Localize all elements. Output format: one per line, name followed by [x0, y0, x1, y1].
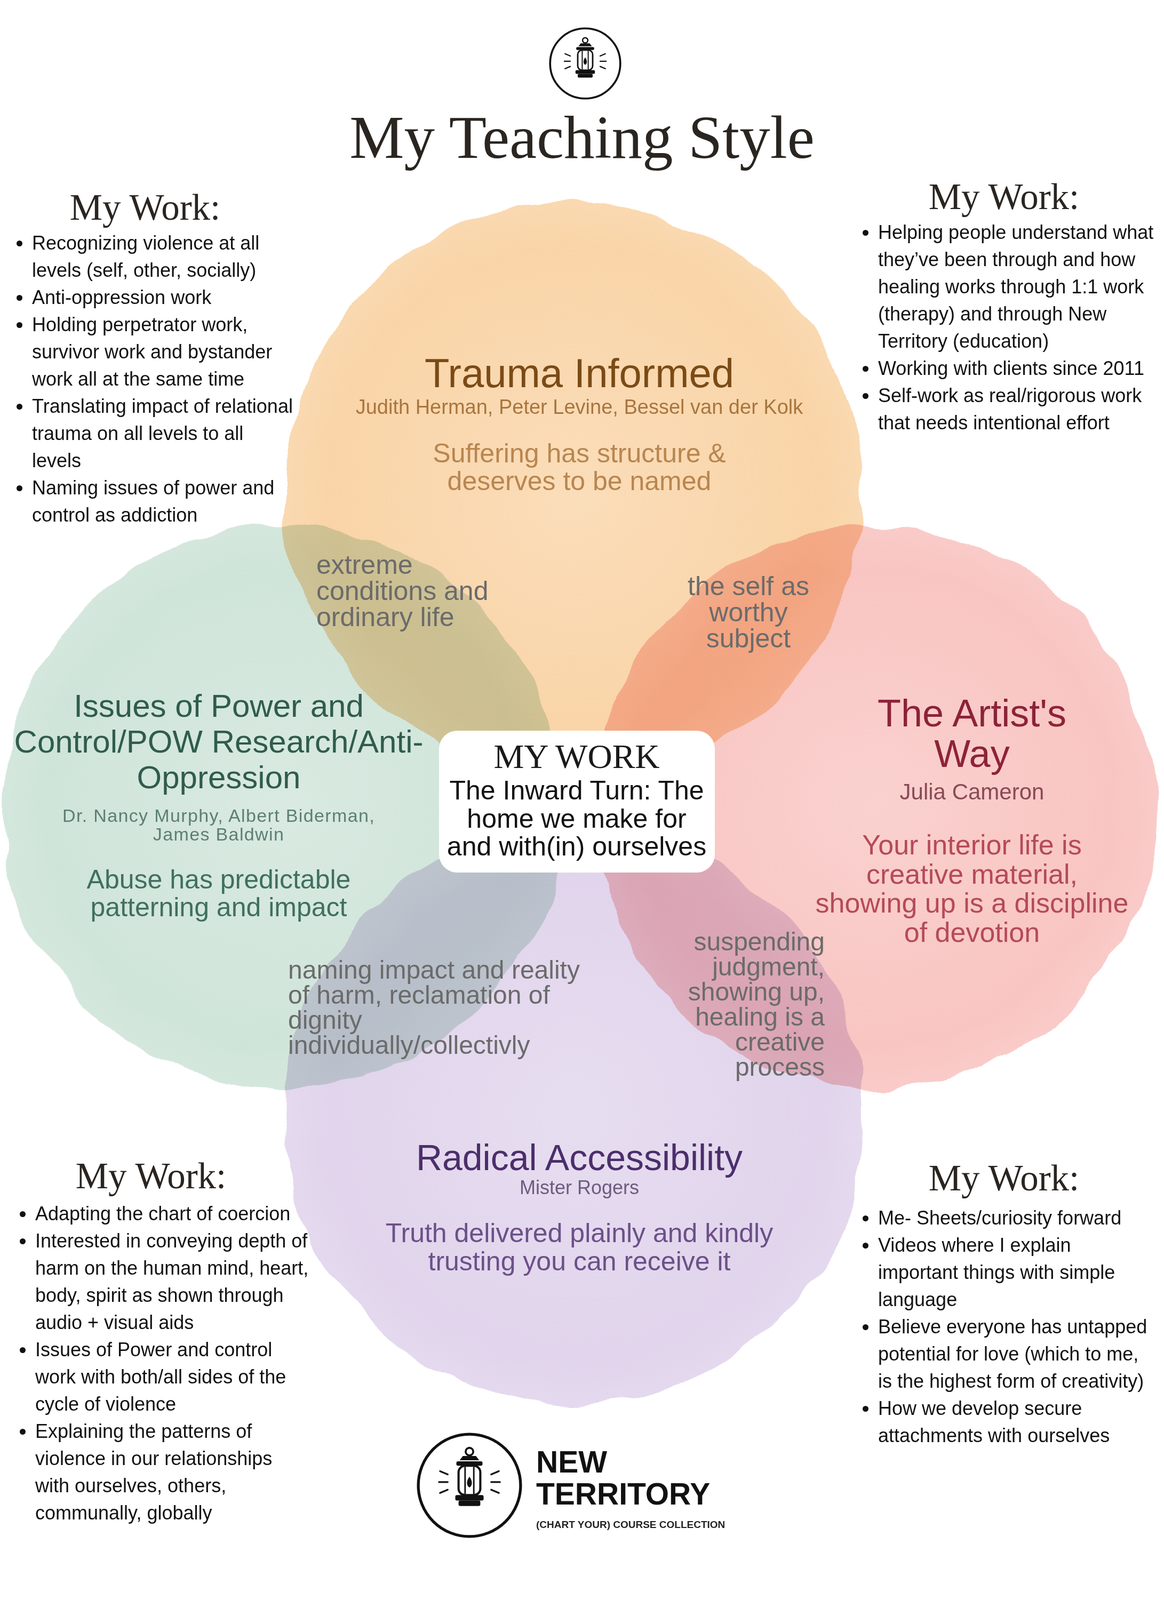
- bullet-item: Adapting the chart of coercion: [35, 1200, 310, 1228]
- bullet-item: Helping people understand what they’ve b…: [878, 218, 1155, 355]
- center-heading: MY WORK: [446, 738, 708, 776]
- page-title: My Teaching Style: [155, 104, 1009, 172]
- brand-name: NEW TERRITORY: [536, 1446, 711, 1511]
- bullet-item: Anti-oppression work: [32, 283, 296, 312]
- theme-heading: The Artist's Way: [843, 693, 1100, 775]
- list-heading: My Work:: [870, 1158, 1138, 1200]
- author-names: Dr. Nancy Murphy, Albert Biderman, James…: [37, 806, 401, 845]
- bullet-list: Recognizing violence at all levels (self…: [7, 229, 296, 529]
- center-box: MY WORKThe Inward Turn: The home we make…: [439, 730, 715, 873]
- circle-fill: [284, 825, 864, 1405]
- theme-heading: Issues of Power and Control/POW Research…: [4, 688, 434, 796]
- circle-text-block: Radical AccessibilityMister RogersTruth …: [328, 1138, 831, 1276]
- theme-tagline: Your interior life is creative material,…: [811, 830, 1132, 947]
- overlap-phrase: suspending judgment, showing up, healing…: [659, 929, 825, 1080]
- overlap-phrase: naming impact and reality of harm, recla…: [288, 957, 587, 1058]
- bullet-item: Recognizing violence at all levels (self…: [32, 229, 296, 284]
- center-text: The Inward Turn: The home we make for an…: [446, 776, 708, 861]
- overlap-phrase: extreme conditions and ordinary life: [316, 552, 498, 631]
- bullet-list: Helping people understand what they’ve b…: [853, 218, 1155, 437]
- bullet-list: Me- Sheets/curiosity forwardVideos where…: [853, 1204, 1155, 1450]
- lantern-logo: [547, 26, 623, 101]
- circle-text-block: Trauma InformedJudith Herman, Peter Levi…: [296, 352, 863, 496]
- bullet-item: Issues of Power and control work with bo…: [35, 1336, 310, 1418]
- overlap-phrase: the self as worthy subject: [665, 573, 832, 652]
- circle-text-block: The Artist's WayJulia CameronYour interi…: [806, 693, 1138, 948]
- bullet-item: How we develop secure attachments with o…: [878, 1394, 1155, 1450]
- theme-tagline: Truth delivered plainly and kindly trust…: [339, 1219, 820, 1276]
- list-heading: My Work:: [11, 187, 279, 229]
- bullet-item: Translating impact of relational trauma …: [32, 392, 296, 475]
- circle-text-block: Issues of Power and Control/POW Research…: [4, 688, 434, 922]
- watercolor-circle: [275, 816, 873, 1414]
- bullet-item: Self-work as real/rigorous work that nee…: [878, 381, 1155, 437]
- author-names: Mister Rogers: [328, 1177, 831, 1199]
- author-names: Judith Herman, Peter Levine, Bessel van …: [296, 396, 863, 419]
- list-heading: My Work:: [870, 177, 1138, 218]
- author-names: Julia Cameron: [806, 780, 1138, 804]
- theme-heading: Radical Accessibility: [328, 1138, 831, 1177]
- bullet-item: Me- Sheets/curiosity forward: [878, 1204, 1155, 1232]
- bullet-item: Working with clients since 2011: [878, 354, 1155, 382]
- bullet-item: Naming issues of power and control as ad…: [32, 474, 296, 529]
- list-heading: My Work:: [17, 1156, 285, 1198]
- bullet-item: Interested in conveying depth of harm on…: [35, 1227, 310, 1337]
- lantern-logo: [415, 1431, 524, 1541]
- theme-heading: Trauma Informed: [296, 352, 863, 395]
- bullet-list: Adapting the chart of coercionInterested…: [10, 1200, 310, 1527]
- theme-tagline: Abuse has predictable patterning and imp…: [53, 865, 385, 922]
- bullet-item: Videos where I explain important things …: [878, 1231, 1155, 1314]
- theme-circle: Radical AccessibilityMister RogersTruth …: [275, 816, 873, 1414]
- theme-tagline: Suffering has structure & deserves to be…: [387, 439, 772, 496]
- bullet-item: Explaining the patterns of violence in o…: [35, 1417, 310, 1527]
- bullet-item: Holding perpetrator work, survivor work …: [32, 311, 296, 393]
- bullet-item: Believe everyone has untapped potential …: [878, 1313, 1155, 1395]
- brand-tagline: (CHART YOUR) COURSE COLLECTION: [536, 1520, 761, 1531]
